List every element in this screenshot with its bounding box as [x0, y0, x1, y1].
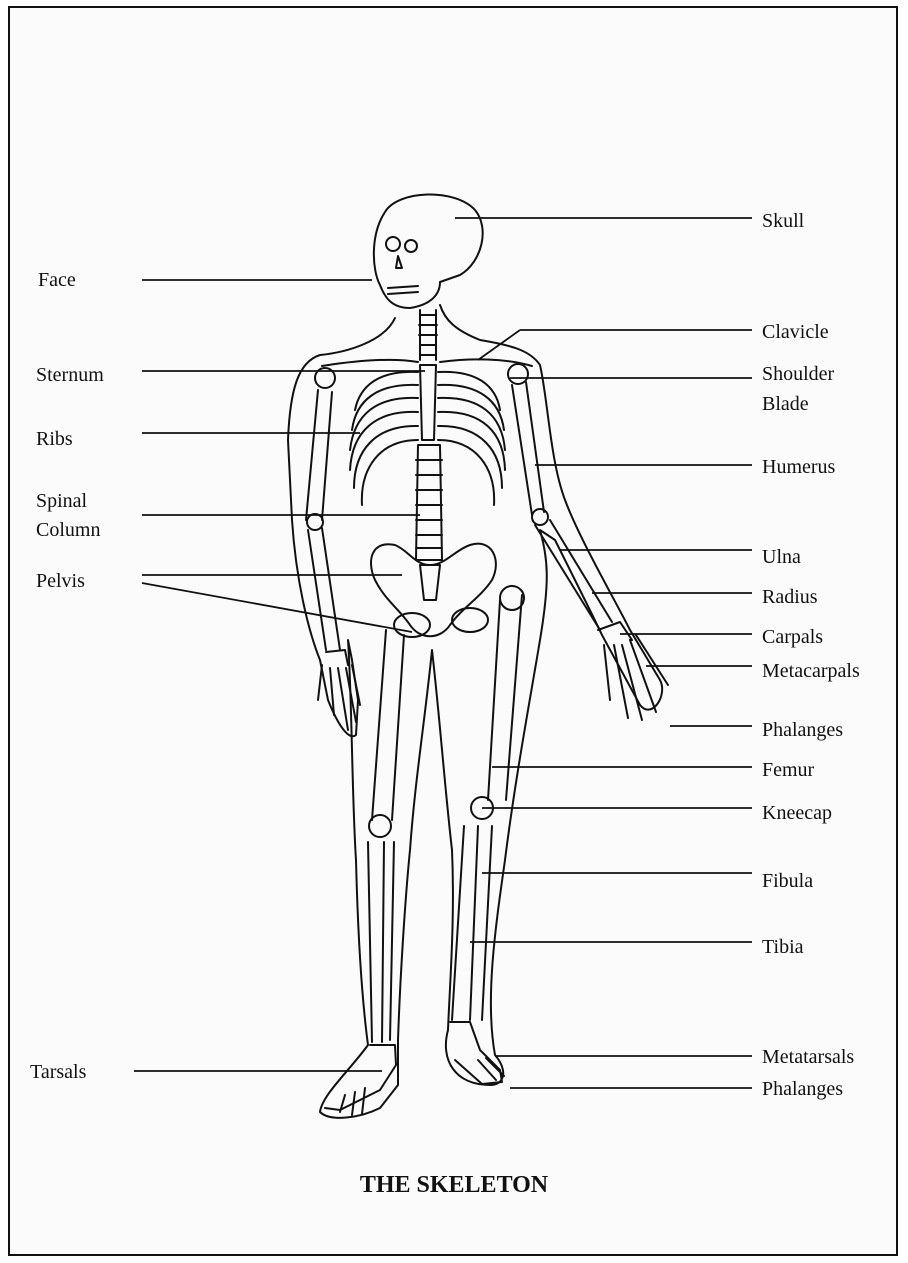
label-shoulder-blade-line2: Blade	[762, 389, 809, 419]
label-tarsals: Tarsals	[30, 1057, 86, 1087]
label-ulna: Ulna	[762, 542, 801, 572]
leader-pelvis-2	[142, 583, 412, 632]
teeth	[388, 286, 418, 294]
label-tibia: Tibia	[762, 932, 804, 962]
label-metacarpals: Metacarpals	[762, 656, 860, 686]
lower-leg-right	[368, 842, 394, 1042]
label-shoulder-blade-line1: Shoulder	[762, 359, 834, 389]
label-skull: Skull	[762, 206, 804, 236]
hip-socket-right	[394, 613, 430, 637]
forearm-right	[308, 528, 340, 650]
sacrum	[420, 565, 440, 600]
eye-socket-right	[405, 240, 417, 252]
label-carpals: Carpals	[762, 622, 823, 652]
femur-left-shape	[488, 595, 522, 800]
leader-clavicle	[478, 330, 520, 360]
shoulder-joint-left	[508, 364, 528, 384]
humerus-left-shape	[512, 382, 544, 515]
lower-leg-left	[452, 826, 492, 1020]
label-radius: Radius	[762, 582, 818, 612]
label-spinal-column-line1: Spinal	[36, 486, 87, 516]
spinal-column-shape	[416, 445, 442, 560]
label-phalanges-hand: Phalanges	[762, 715, 843, 745]
kneecap-right-shape	[369, 815, 391, 837]
elbow-left	[532, 509, 548, 525]
diagram-title: THE SKELETON	[0, 1172, 908, 1199]
ribs-right	[438, 372, 505, 505]
pelvis-shape	[371, 544, 496, 637]
label-face: Face	[38, 265, 76, 295]
humerus-right-shape	[306, 390, 332, 520]
label-phalanges-foot: Phalanges	[762, 1074, 843, 1104]
femur-head-left	[500, 586, 524, 610]
label-sternum: Sternum	[36, 360, 104, 390]
hip-socket-left	[452, 608, 488, 632]
ribs-left	[350, 372, 418, 505]
eye-socket-left	[386, 237, 400, 251]
label-kneecap: Kneecap	[762, 798, 832, 828]
label-spinal-column-line2: Column	[36, 515, 100, 545]
label-clavicle: Clavicle	[762, 317, 829, 347]
label-pelvis: Pelvis	[36, 566, 85, 596]
label-ribs: Ribs	[36, 424, 73, 454]
label-fibula: Fibula	[762, 866, 813, 896]
hand-right	[318, 650, 360, 730]
femur-right-shape	[372, 630, 404, 820]
label-humerus: Humerus	[762, 452, 835, 482]
nose-cavity	[396, 256, 402, 268]
neck-vertebrae	[419, 310, 437, 360]
label-femur: Femur	[762, 755, 814, 785]
elbow-right	[307, 514, 323, 530]
sternum-shape	[420, 365, 436, 440]
label-metatarsals: Metatarsals	[762, 1042, 854, 1072]
